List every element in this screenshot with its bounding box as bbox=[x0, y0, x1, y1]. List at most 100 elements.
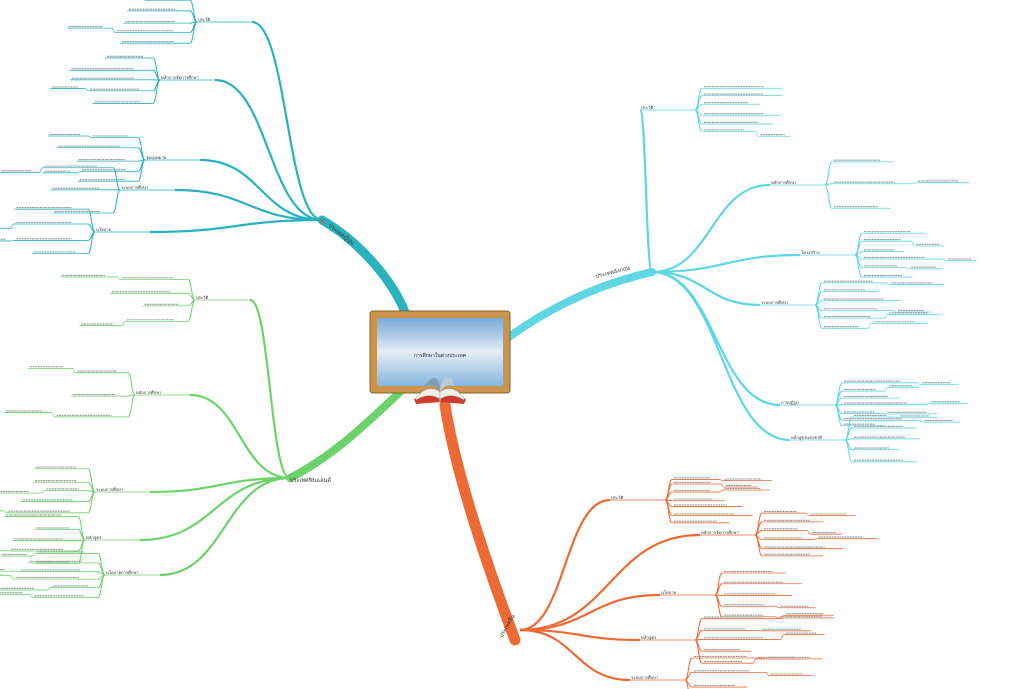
connector bbox=[886, 282, 890, 285]
connector bbox=[884, 314, 888, 319]
trunk-england bbox=[501, 268, 656, 344]
connector bbox=[97, 574, 106, 598]
connector bbox=[824, 184, 833, 209]
sub-branch-label[interactable]: หลักการศึกษา bbox=[771, 180, 796, 185]
connector bbox=[780, 634, 784, 640]
connector bbox=[149, 218, 323, 234]
trunk-finland bbox=[286, 388, 404, 482]
connector bbox=[694, 109, 703, 132]
board-face bbox=[377, 318, 503, 386]
connector bbox=[814, 282, 823, 306]
sub-branch-label[interactable]: ประวัติ bbox=[611, 495, 624, 500]
connector bbox=[127, 394, 136, 418]
connector bbox=[694, 639, 703, 664]
branch-label-japan: ประเทศญี่ปุ่น bbox=[327, 221, 356, 246]
connector bbox=[781, 614, 785, 620]
connector bbox=[884, 386, 888, 392]
connector bbox=[519, 628, 641, 642]
sub-branch-label[interactable]: นโยบายการศึกษา bbox=[106, 570, 138, 575]
connector bbox=[88, 135, 92, 138]
connector bbox=[651, 270, 781, 407]
sub-branch-label[interactable]: ระบบการศึกษา bbox=[631, 675, 658, 680]
connector bbox=[187, 299, 196, 322]
connector bbox=[755, 131, 759, 137]
sub-branch-label[interactable]: หลักสูตรแห่งชาติ bbox=[791, 435, 822, 441]
sub-branch-label[interactable]: ประวัติ bbox=[198, 17, 211, 22]
sub-branch-label[interactable]: หลักสูตร bbox=[641, 635, 657, 641]
sub-branch-label[interactable]: นโยบาย bbox=[661, 590, 677, 595]
connector bbox=[805, 512, 809, 516]
connector bbox=[189, 21, 198, 44]
connector bbox=[638, 108, 654, 274]
connector bbox=[199, 158, 323, 222]
connector bbox=[868, 322, 872, 329]
connector bbox=[39, 167, 43, 173]
connector bbox=[11, 240, 15, 242]
connector bbox=[806, 530, 811, 535]
connector bbox=[651, 270, 791, 442]
connector bbox=[752, 658, 757, 664]
connector bbox=[684, 679, 689, 689]
book-icon bbox=[414, 377, 466, 404]
branch-finland[interactable]: ประเทศฟินแลนด์ bbox=[290, 476, 331, 484]
connector bbox=[41, 490, 45, 494]
connector bbox=[159, 476, 291, 577]
sub-branch-label[interactable]: ประวัติ bbox=[196, 295, 209, 300]
connector bbox=[139, 476, 291, 542]
sub-branch-label[interactable]: ระบบการศึกษา bbox=[761, 300, 788, 305]
connector bbox=[117, 276, 121, 280]
connector bbox=[51, 412, 55, 418]
sub-branch-label[interactable]: การปฏิรูป bbox=[781, 400, 799, 406]
connector bbox=[519, 533, 701, 632]
trunk-japan bbox=[317, 215, 410, 317]
sub-branch-label[interactable]: นโยบาย bbox=[96, 227, 112, 232]
central-topic-label: การศึกษาในต่างประเทศ bbox=[414, 352, 467, 359]
connector bbox=[77, 516, 86, 541]
sub-branch-label[interactable]: หลักการศึกษา bbox=[136, 390, 161, 395]
sub-branch-label[interactable]: จุดมุ่งหมาย bbox=[146, 155, 167, 161]
connector bbox=[29, 593, 33, 598]
connector bbox=[911, 240, 915, 247]
trunk-china bbox=[439, 399, 521, 646]
connector bbox=[754, 512, 763, 536]
connector bbox=[152, 57, 161, 81]
connector bbox=[814, 304, 823, 329]
connector bbox=[824, 161, 833, 186]
connector bbox=[519, 628, 631, 682]
connector bbox=[651, 183, 771, 274]
connector bbox=[719, 479, 723, 481]
branch-connectors bbox=[3, 0, 947, 689]
central-topic[interactable]: การศึกษาในต่างประเทศ bbox=[369, 310, 511, 404]
connector bbox=[3, 510, 7, 514]
connector bbox=[765, 672, 770, 676]
connector bbox=[149, 476, 291, 494]
connector bbox=[189, 393, 291, 480]
connector bbox=[32, 553, 36, 557]
connector bbox=[775, 605, 779, 609]
branch-japan[interactable]: ✕ ประเทศญี่ปุ่น bbox=[319, 217, 356, 247]
connector bbox=[87, 231, 96, 254]
sub-branch-label[interactable]: หลักการจัดการศึกษา bbox=[701, 530, 739, 535]
connector bbox=[137, 159, 146, 182]
connector bbox=[15, 570, 20, 573]
sub-branch-label[interactable]: ระบบการศึกษา bbox=[96, 487, 123, 492]
sub-branch-label[interactable]: ระบบการศึกษา bbox=[121, 185, 148, 190]
sub-branch-label[interactable]: หลักสูตร bbox=[86, 535, 102, 541]
connector bbox=[774, 616, 778, 619]
connector bbox=[719, 489, 723, 493]
connector bbox=[112, 167, 121, 191]
connector bbox=[943, 258, 947, 261]
connector bbox=[814, 300, 823, 306]
connector bbox=[10, 223, 14, 230]
sub-branch-label[interactable]: โครงสร้าง bbox=[801, 250, 820, 255]
connector bbox=[47, 587, 51, 591]
connector bbox=[651, 270, 761, 307]
sub-branch-label[interactable]: ประวัติ bbox=[641, 105, 654, 110]
connector bbox=[85, 88, 89, 92]
connector bbox=[754, 534, 763, 557]
connector bbox=[854, 254, 863, 278]
sub-branch-label[interactable]: หลักการจัดการศึกษา bbox=[161, 75, 199, 80]
connector bbox=[87, 491, 96, 514]
connector bbox=[251, 20, 323, 222]
